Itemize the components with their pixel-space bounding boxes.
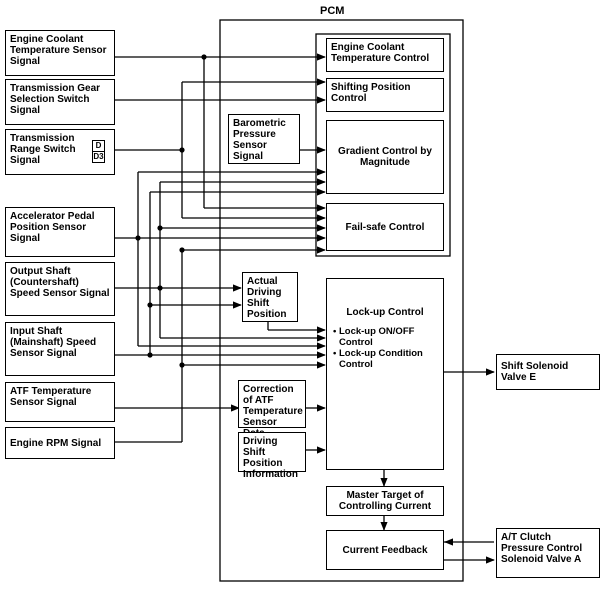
lockup-control-block: Lock-up Control • Lock-up ON/OFF Control…	[326, 278, 444, 470]
lockup-item-onoff: • Lock-up ON/OFF Control	[333, 326, 415, 348]
atf-temp-sensor-box: ATF Temperature Sensor Signal	[5, 382, 115, 422]
master-target-block: Master Target of Controlling Current	[326, 486, 444, 516]
pcm-title: PCM	[320, 5, 345, 17]
output-shaft-sensor-box: Output Shaft (Countershaft) Speed Sensor…	[5, 262, 115, 316]
shift-solenoid-e-box: Shift Solenoid Valve E	[496, 354, 600, 390]
engine-rpm-box: Engine RPM Signal	[5, 427, 115, 459]
range-indicator: D D3	[92, 140, 105, 163]
failsafe-control-block: Fail-safe Control	[326, 203, 444, 251]
control-group-frame	[315, 33, 451, 257]
clutch-solenoid-a-box: A/T Clutch Pressure Control Solenoid Val…	[496, 528, 600, 578]
gradient-control-block: Gradient Control by Magnitude	[326, 120, 444, 194]
ect-sensor-box: Engine Coolant Temperature Sensor Signal	[5, 30, 115, 76]
lockup-title: Lock-up Control	[346, 307, 424, 318]
barometric-sensor-block: Barometric Pressure Sensor Signal	[228, 114, 300, 164]
input-shaft-sensor-box: Input Shaft (Mainshaft) Speed Sensor Sig…	[5, 322, 115, 376]
gear-selection-switch-box: Transmission Gear Selection Switch Signa…	[5, 79, 115, 125]
actual-driving-shift-block: Actual Driving Shift Position	[242, 272, 298, 322]
ect-control-block: Engine Coolant Temperature Control	[326, 38, 444, 72]
lockup-item-condition: • Lock-up Condition Control	[333, 348, 423, 370]
pcm-boundary	[219, 19, 464, 582]
shifting-position-block: Shifting Position Control	[326, 78, 444, 112]
range-d-label: D	[93, 141, 104, 152]
junction-dots	[135, 54, 207, 368]
range-d3-label: D3	[93, 152, 104, 161]
current-feedback-block: Current Feedback	[326, 530, 444, 570]
driving-shift-info-block: Driving Shift Position Information	[238, 432, 306, 480]
accelerator-sensor-box: Accelerator Pedal Position Sensor Signal	[5, 207, 115, 257]
atf-correction-block: Correction of ATF Temperature Sensor Dat…	[238, 380, 306, 439]
